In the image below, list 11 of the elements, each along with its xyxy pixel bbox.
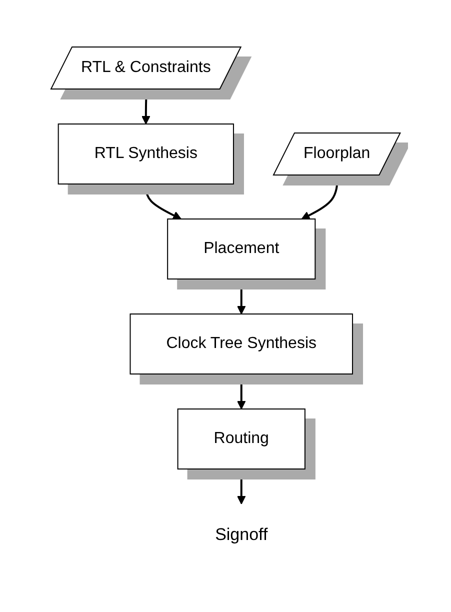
node-text: Signoff [214,524,268,544]
node-box: Clock Tree Synthesis [130,313,353,374]
node-box: RTL Synthesis [58,123,234,184]
arrow [236,278,246,314]
arrow [141,89,150,124]
arrow [301,175,338,220]
arrow [236,468,246,504]
arrow [236,374,246,410]
node-box: Placement [166,218,316,280]
arrow [144,184,182,220]
node-box: Routing [177,408,306,470]
